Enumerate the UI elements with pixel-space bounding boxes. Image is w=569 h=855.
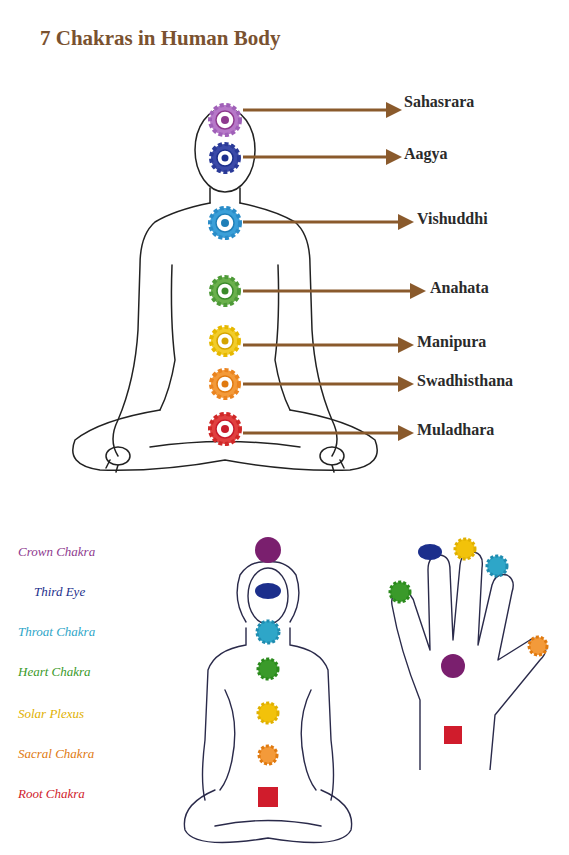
chakra-key: Throat Chakra [18,624,95,640]
chakra-symbol-part [222,381,229,388]
leader-arrow-part [243,344,400,347]
chakra-symbol-part [211,370,239,398]
hand-outline-part [392,552,546,770]
meditating-figure-part [210,188,240,203]
chakra-point-part [258,703,278,723]
chakra-name: Aagya [404,145,448,163]
chakra-name: Manipura [417,333,486,351]
seated-figure-part [248,568,288,624]
chakra-symbol-part [210,105,240,135]
chakra-key: Sacral Chakra [18,746,94,762]
chakra-point-part [257,621,279,643]
hand-chakra-point-part [529,637,547,655]
leader-arrow-part [398,214,414,230]
chakra-symbol-part [210,414,240,444]
chakra-symbol-part [211,327,239,355]
chakra-symbol-part [217,283,233,299]
chakra-point-part [258,787,278,807]
chakra-symbol-part [210,208,240,238]
chakra-symbol [210,105,240,444]
chakra-name: Swadhisthana [417,372,513,390]
seated-figure [184,562,351,843]
seated-figure-part [301,690,316,790]
leader-arrow-part [398,337,414,353]
hand-chakra-point-part [418,544,442,560]
chakra-name: Anahata [430,279,489,297]
seated-figure-part [290,628,334,800]
leader-arrow-part [398,425,414,441]
meditating-figure-part [113,203,210,456]
meditating-figure-part [195,108,255,192]
hand-outline [392,552,546,770]
leader-arrow-part [243,109,388,112]
chakra-key: Heart Chakra [18,664,91,680]
seated-figure-part [220,690,235,790]
chakra-key: Solar Plexus [18,706,84,722]
leader-arrow-part [410,283,426,299]
meditating-figure-part [160,265,175,410]
chakra-symbol-part [216,420,234,438]
leader-arrow-part [243,290,412,293]
chakra-symbol-part [222,338,229,345]
chakra-symbol-part [221,425,229,433]
seated-figure-part [215,821,321,827]
leader-arrow-part [243,156,388,159]
hand-chakra-point-part [455,539,475,559]
chakra-symbol-part [217,376,233,392]
hand-chakra-point-part [441,654,465,678]
hand-chakra-point [390,539,547,744]
chakra-name: Sahasrara [404,93,474,111]
leader-arrow-part [243,383,400,386]
chakra-symbol-part [211,144,239,172]
chakra-point-part [255,537,281,563]
chakra-symbol-part [221,116,229,124]
leader-arrow-part [398,376,414,392]
leader-arrow-part [243,432,400,435]
chakra-symbol-part [217,150,233,166]
chakra-name: Muladhara [417,421,494,439]
chakra-point-part [259,746,277,764]
chakra-symbol-part [211,277,239,305]
chakra-symbol-part [221,219,229,227]
hand-chakra-point-part [487,556,507,576]
meditating-figure-part [240,203,337,456]
meditating-figure-part [275,265,290,410]
chakra-symbol-part [217,333,233,349]
seated-figure-part [203,628,247,800]
chakra-name: Vishuddhi [417,210,488,228]
chakra-key: Third Eye [34,584,85,600]
leader-arrow-part [386,102,402,118]
chakra-symbol-part [222,288,229,295]
chakra-key: Root Chakra [18,786,85,802]
seated-figure-part [237,562,299,622]
leader-arrow-part [386,149,402,165]
chakra-point-part [258,659,278,679]
leader-arrow-part [243,221,400,224]
hand-chakra-point-part [390,582,410,602]
chakra-point [255,537,281,807]
chakra-symbol-part [216,111,234,129]
chakra-point-part [255,583,281,599]
meditating-figure-part [73,410,377,470]
meditating-figure-part [106,460,344,472]
diagram-title: 7 Chakras in Human Body [40,26,280,51]
chakra-key: Crown Chakra [18,544,95,560]
hand-chakra-point-part [444,726,462,744]
chakra-symbol-part [222,155,229,162]
chakra-symbol-part [216,214,234,232]
leader-arrow [243,102,426,441]
